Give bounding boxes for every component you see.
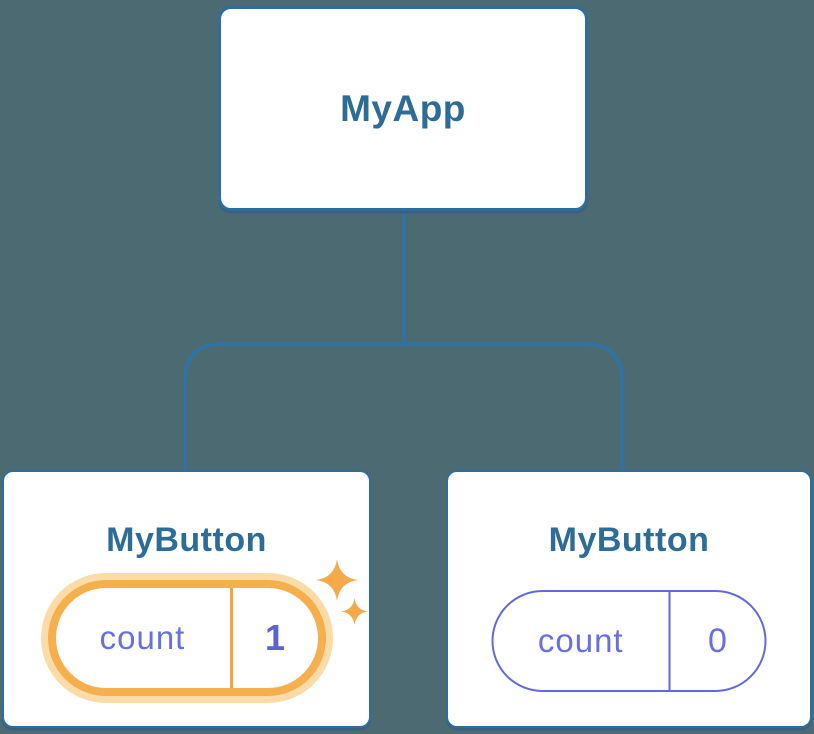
- child-node-label: MyButton: [106, 521, 267, 559]
- state-pill-divider: [668, 592, 671, 690]
- sparkles-icon: [316, 559, 372, 629]
- state-key-label: count: [537, 622, 624, 659]
- child-node-label: MyButton: [548, 521, 710, 559]
- root-node-myapp: MyApp: [218, 6, 588, 211]
- state-pill-divider: [229, 588, 233, 688]
- state-pill-highlighted: count 1: [40, 573, 333, 703]
- root-node-label: MyApp: [340, 87, 466, 129]
- connector-branch: [183, 342, 624, 472]
- child-node-mybutton-updated: MyButton count 1: [2, 470, 371, 728]
- state-pill-body: count 1: [47, 580, 326, 696]
- state-pill-plain: count 0: [491, 590, 767, 692]
- state-value: 1: [264, 617, 286, 658]
- child-node-mybutton-plain: MyButton count 0: [446, 470, 812, 728]
- state-value: 0: [708, 621, 727, 660]
- sparkle-star-big: [316, 559, 358, 601]
- sparkle-star-small: [341, 598, 368, 625]
- state-key-label: count: [99, 619, 186, 656]
